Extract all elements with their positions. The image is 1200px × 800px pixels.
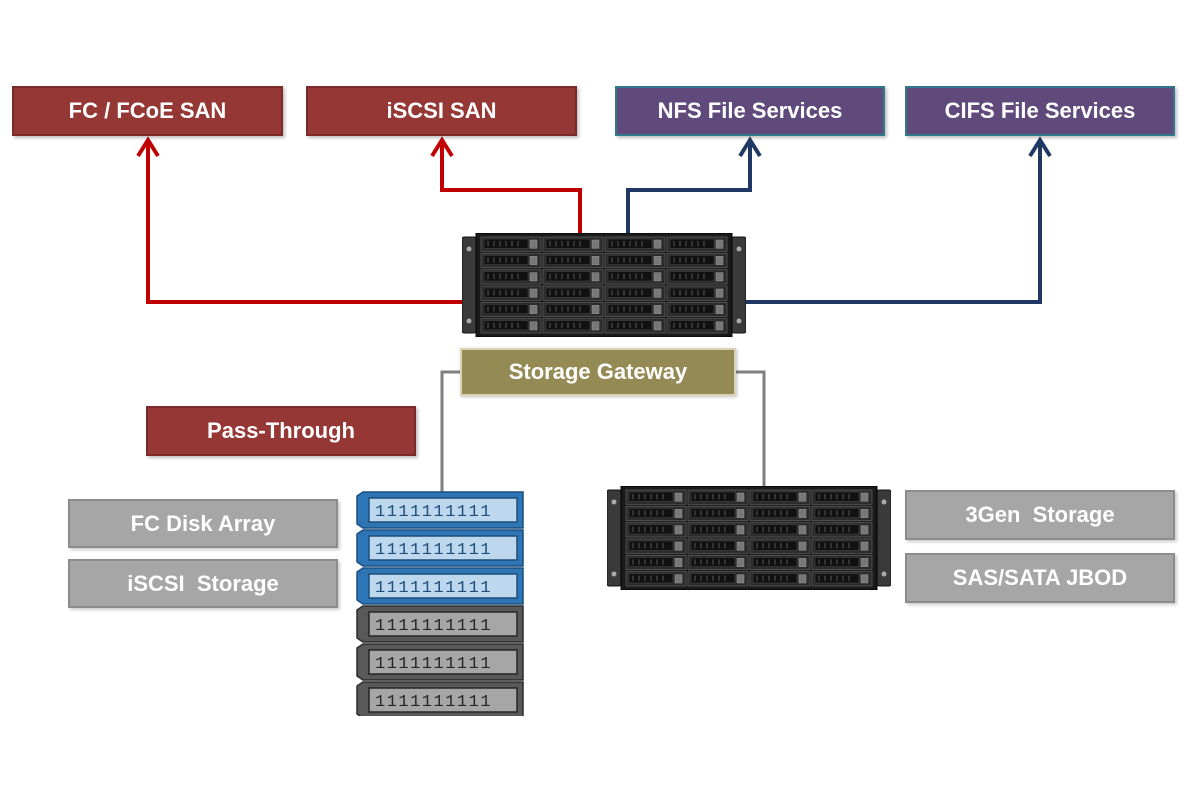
- nfs-file-services-box: NFS File Services: [615, 86, 885, 136]
- jbod-enclosure-icon: [607, 486, 891, 590]
- storage-gateway-label: Storage Gateway: [508, 359, 688, 384]
- fc-san-arrowhead: [136, 136, 160, 158]
- disk-unit-grey: 1111111111: [356, 605, 524, 643]
- fc-san-connector: [146, 140, 462, 304]
- iscsi-san-label: iSCSI SAN: [386, 98, 497, 123]
- iscsi-storage-box: iSCSI Storage: [68, 559, 338, 608]
- storage-gateway-box: Storage Gateway: [460, 348, 736, 396]
- disk-unit-label: 1111111111: [375, 541, 492, 560]
- rack-drawing: [607, 486, 891, 590]
- 3gen-storage-box: 3Gen Storage: [905, 490, 1175, 540]
- sas-sata-jbod-box: SAS/SATA JBOD: [905, 553, 1175, 603]
- disk-unit-blue: 1111111111: [356, 529, 524, 567]
- iscsi-san-box: iSCSI SAN: [306, 86, 577, 136]
- fc-disk-array-box: FC Disk Array: [68, 499, 338, 548]
- sas-sata-jbod-label: SAS/SATA JBOD: [952, 565, 1128, 590]
- rack-server-icon: [462, 233, 746, 337]
- pass-through-box: Pass-Through: [146, 406, 416, 456]
- iscsi-san-arrowhead: [430, 136, 454, 158]
- cifs-file-services-box: CIFS File Services: [905, 86, 1175, 136]
- nfs-connector: [626, 140, 752, 236]
- cifs-arrowhead: [1028, 136, 1052, 158]
- right-storage-connector: [736, 370, 766, 488]
- disk-unit-grey: 1111111111: [356, 681, 524, 716]
- rack-drawing: [462, 233, 746, 337]
- 3gen-storage-label: 3Gen Storage: [965, 502, 1115, 527]
- cifs-file-services-label: CIFS File Services: [944, 98, 1136, 123]
- iscsi-storage-label: iSCSI Storage: [127, 570, 279, 596]
- disk-unit-label: 1111111111: [375, 617, 492, 636]
- cifs-connector: [744, 140, 1042, 304]
- disk-array-stack-icon: 1111111111 1111111111 1111111111 1111111111…: [356, 491, 524, 716]
- disk-unit-label: 1111111111: [375, 503, 492, 522]
- disk-unit-label: 1111111111: [375, 655, 492, 674]
- disk-stack-drawing: 1111111111 1111111111 1111111111 1111111111…: [356, 491, 524, 716]
- fc-fcoe-san-box: FC / FCoE SAN: [12, 86, 283, 136]
- fc-disk-array-label: FC Disk Array: [130, 510, 276, 536]
- disk-unit-label: 1111111111: [375, 579, 492, 598]
- pass-through-label: Pass-Through: [207, 418, 355, 443]
- disk-unit-blue: 1111111111: [356, 567, 524, 605]
- nfs-arrowhead: [738, 136, 762, 158]
- disk-unit-grey: 1111111111: [356, 643, 524, 681]
- left-storage-connector: [440, 370, 460, 492]
- disk-unit-blue: 1111111111: [356, 491, 524, 529]
- nfs-file-services-label: NFS File Services: [657, 98, 843, 123]
- fc-fcoe-san-label: FC / FCoE SAN: [68, 98, 227, 123]
- disk-unit-label: 1111111111: [375, 693, 492, 712]
- iscsi-san-connector: [440, 140, 582, 236]
